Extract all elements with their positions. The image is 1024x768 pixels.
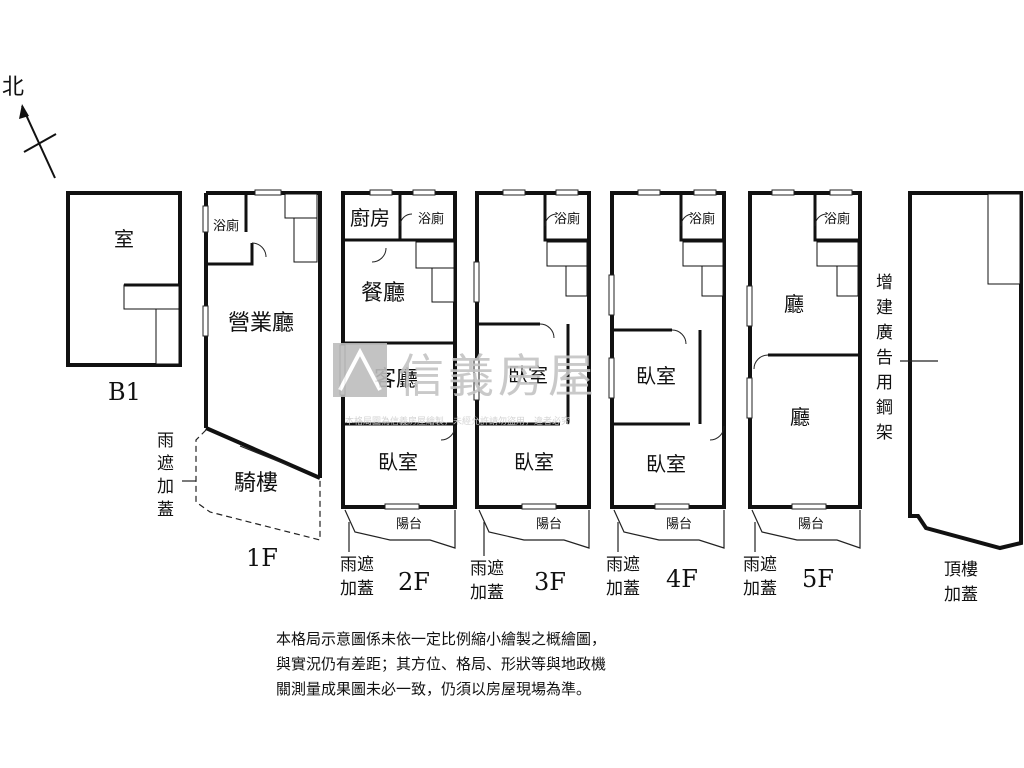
5f-hall1-label: 廳	[784, 292, 804, 316]
floor-b1: 室 B1	[66, 191, 182, 406]
2f-bath-label: 浴廁	[418, 211, 444, 227]
1f-arcade-label: 騎樓	[234, 471, 278, 496]
north-label: 北	[2, 75, 24, 100]
brand-watermark: 信義房屋 本格局圖為信義房屋繪製，未經允許請勿盜用，違者必究	[333, 343, 598, 427]
svg-text:增: 增	[876, 273, 893, 293]
floor-5f: 浴廁 廳 廳 陽台 雨遮 加蓋 5F	[743, 189, 862, 599]
disclaimer: 本格局示意圖係未依一定比例縮小繪製之概繪圖， 與實況仍有差距；其方位、格局、形狀…	[276, 630, 606, 698]
1f-bath-label: 浴廁	[213, 218, 239, 234]
4f-bedroom2-label: 臥室	[646, 452, 686, 476]
roof-label-line2: 加蓋	[944, 585, 978, 605]
svg-text:遮: 遮	[157, 454, 174, 474]
2f-floor-label: 2F	[398, 568, 430, 596]
svg-text:雨: 雨	[157, 431, 174, 451]
3f-balcony-label: 陽台	[536, 517, 562, 532]
roof-label-line1: 頂樓	[944, 560, 978, 580]
3f-floor-label: 3F	[534, 568, 566, 596]
4f-balcony-label: 陽台	[666, 517, 692, 532]
b1-room-label: 室	[114, 227, 134, 251]
5f-annex-line1: 雨遮	[743, 555, 777, 575]
3f-annex-line1: 雨遮	[470, 559, 504, 579]
svg-text:鋼: 鋼	[876, 398, 893, 418]
5f-balcony-label: 陽台	[798, 517, 824, 532]
svg-text:用: 用	[876, 373, 893, 393]
5f-annex-line2: 加蓋	[743, 579, 777, 599]
3f-bath-label: 浴廁	[554, 211, 580, 227]
4f-annex-line1: 雨遮	[606, 555, 640, 575]
floor-4f: 浴廁 臥室 臥室 陽台 雨遮 加蓋 4F	[606, 189, 726, 599]
1f-business-hall-label: 營業廳	[228, 311, 294, 336]
2f-dining-label: 餐廳	[361, 281, 405, 306]
1f-annex-label: 雨 遮 加 蓋	[157, 431, 174, 520]
svg-text:架: 架	[876, 423, 893, 443]
3f-annex-line2: 加蓋	[470, 583, 504, 603]
svg-text:廣: 廣	[876, 323, 893, 343]
b1-floor-label: B1	[108, 378, 141, 406]
disclaimer-line2: 與實況仍有差距；其方位、格局、形狀等與地政機	[276, 655, 606, 673]
5f-hall2-label: 廳	[790, 405, 810, 429]
3f-bedroom2-label: 臥室	[514, 450, 554, 474]
4f-floor-label: 4F	[666, 565, 698, 593]
svg-text:加: 加	[157, 477, 174, 497]
roof-side-label: 增 建 廣 告 用 鋼 架	[876, 273, 893, 443]
disclaimer-line3: 關測量成果圖未必一致，仍須以房屋現場為準。	[276, 680, 591, 698]
2f-annex-line2: 加蓋	[340, 579, 374, 599]
1f-floor-label: 1F	[246, 544, 278, 572]
5f-bath-label: 浴廁	[824, 211, 850, 227]
2f-annex-line1: 雨遮	[340, 555, 374, 575]
4f-bath-label: 浴廁	[689, 211, 715, 227]
4f-bedroom1-label: 臥室	[636, 364, 676, 388]
floor-3f: 浴廁 臥室 臥室 陽台 雨遮 加蓋 3F	[470, 189, 591, 603]
4f-annex-line2: 加蓋	[606, 579, 640, 599]
svg-text:蓋: 蓋	[157, 500, 174, 520]
5f-floor-label: 5F	[802, 565, 834, 593]
disclaimer-line1: 本格局示意圖係未依一定比例縮小繪製之概繪圖，	[276, 630, 606, 648]
svg-text:建: 建	[876, 298, 893, 318]
watermark-brand: 信義房屋	[398, 349, 598, 403]
svg-text:告: 告	[876, 348, 893, 368]
floor-roof: 增 建 廣 告 用 鋼 架 頂樓 加蓋	[876, 191, 1023, 605]
2f-balcony-label: 陽台	[396, 517, 422, 532]
north-arrow: 北	[2, 75, 57, 179]
2f-bedroom-label: 臥室	[378, 450, 418, 474]
2f-kitchen-label: 廚房	[350, 206, 390, 230]
3f-bedroom1-label: 臥室	[508, 363, 548, 387]
watermark-subtext: 本格局圖為信義房屋繪製，未經允許請勿盜用，違者必究	[345, 415, 570, 427]
floor-1f: 浴廁 營業廳 騎樓 雨 遮 加 蓋 1F	[157, 189, 322, 572]
